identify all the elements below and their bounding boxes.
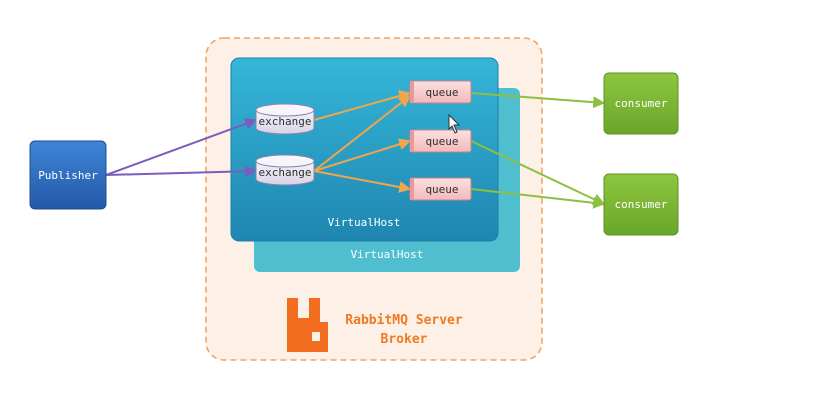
consumer-label-2: consumer [615, 198, 668, 211]
broker-title-line1: RabbitMQ Server [345, 313, 463, 328]
exchange-node-1[interactable]: exchange [255, 103, 315, 135]
edge-queue-2-consumer-2 [470, 140, 606, 205]
edge-exchange-2-queue-2 [313, 138, 412, 172]
rabbitmq-logo-icon [287, 298, 328, 352]
exchange-label-2: exchange [259, 166, 312, 179]
queue-label-1: queue [425, 86, 458, 99]
queue-node-2[interactable]: queue [409, 129, 472, 153]
exchange-label-1: exchange [259, 115, 312, 128]
edge-queue-1-consumer-1 [470, 92, 606, 109]
publisher-label: Publisher [38, 169, 98, 182]
edge-exchange-2-queue-3 [313, 170, 412, 193]
virtualhost-back-label: VirtualHost [351, 248, 424, 261]
mouse-cursor-icon [448, 113, 461, 134]
consumer-node-2[interactable]: consumer [603, 173, 679, 236]
edge-publisher-exchange-2 [105, 165, 258, 178]
exchange-node-2[interactable]: exchange [255, 154, 315, 186]
queue-node-1[interactable]: queue [409, 80, 472, 104]
edge-exchange-1-queue-1 [313, 90, 412, 121]
consumer-node-1[interactable]: consumer [603, 72, 679, 135]
queue-label-2: queue [425, 135, 458, 148]
queue-node-3[interactable]: queue [409, 177, 472, 201]
virtualhost-front-label: VirtualHost [328, 216, 401, 229]
consumer-label-1: consumer [615, 97, 668, 110]
publisher-node[interactable]: Publisher [29, 140, 107, 210]
edge-queue-3-consumer-2 [470, 188, 606, 209]
edge-exchange-2-queue-1 [313, 95, 411, 172]
queue-label-3: queue [425, 183, 458, 196]
edge-publisher-exchange-1 [105, 118, 258, 176]
broker-title-line2: Broker [381, 332, 428, 347]
